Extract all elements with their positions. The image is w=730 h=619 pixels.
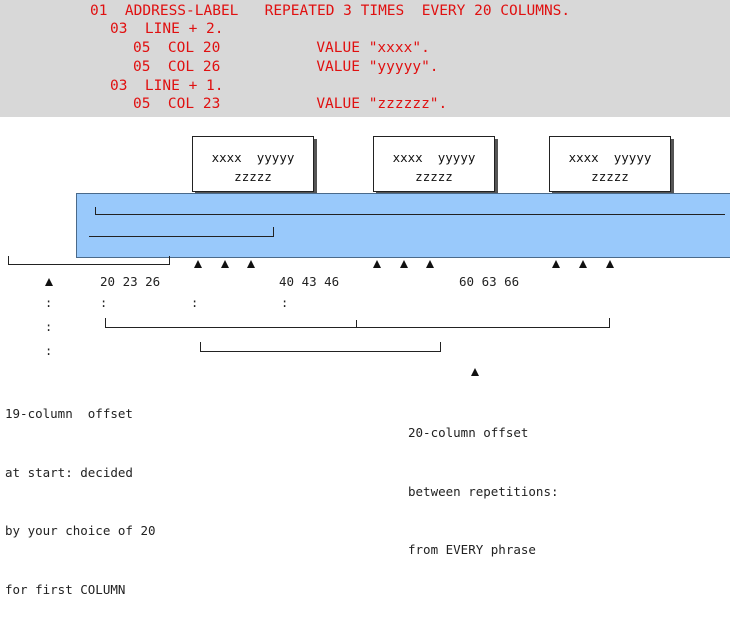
note-line: 19-column offset: [5, 406, 133, 421]
repeat-offset-pointer: [471, 368, 479, 376]
column-marker-26: [247, 260, 255, 268]
start-offset-bracket: [8, 264, 170, 265]
start-offset-bracket-left: [8, 256, 9, 265]
line-second-bracket-corner: [273, 227, 274, 237]
repeat-bracket: [105, 327, 610, 328]
column-marker-43: [400, 260, 408, 268]
leader-dot: :: [45, 296, 53, 310]
repeat-offset-note: 20-column offset between repetitions: fr…: [408, 384, 559, 579]
code-line-01: 01 ADDRESS-LABEL REPEATED 3 TIMES EVERY …: [90, 3, 571, 19]
label-line-1: xxxx yyyyy: [568, 150, 652, 165]
repeat-bracket-left: [105, 318, 106, 328]
code-line-03-line2: 03 LINE + 2.: [110, 21, 224, 37]
note-line: at start: decided: [5, 464, 133, 480]
paper-band: [76, 193, 730, 258]
address-label-1: xxxx yyyyy zzzzz: [192, 136, 314, 192]
address-label-2: xxxx yyyyy zzzzz: [373, 136, 495, 192]
code-line-05-col20: 05 COL 20 VALUE "xxxx".: [133, 40, 430, 56]
code-line-03-line1: 03 LINE + 1.: [110, 78, 224, 94]
repeat-bracket-right: [609, 318, 610, 328]
column-marker-40: [373, 260, 381, 268]
column-marker-60: [552, 260, 560, 268]
label-line-2: zzzzz: [234, 169, 272, 184]
line-top-bracket: [95, 214, 725, 215]
line-top-bracket-corner: [95, 207, 96, 215]
address-label-3: xxxx yyyyy zzzzz: [549, 136, 671, 192]
label-line-1: xxxx yyyyy: [392, 150, 476, 165]
column-numbers-group-2: 40 43 46: [279, 274, 340, 289]
offset-bracket-right: [440, 342, 441, 352]
column-numbers-group-1: 20 23 26: [100, 274, 161, 289]
code-listing: 01 ADDRESS-LABEL REPEATED 3 TIMES EVERY …: [0, 0, 730, 117]
offset-bracket-left: [200, 342, 201, 352]
label-line-2: zzzzz: [415, 169, 453, 184]
code-line-05-col23: 05 COL 23 VALUE "zzzzzz".: [133, 96, 448, 112]
note-line: for first COLUMN: [5, 581, 126, 597]
leader-dot: :: [191, 296, 199, 310]
column-marker-63: [579, 260, 587, 268]
column-marker-23: [221, 260, 229, 268]
column-marker-20: [194, 260, 202, 268]
start-offset-note: 19-column offset at start: decided by yo…: [5, 365, 156, 619]
leader-dot: :: [45, 344, 53, 358]
column-marker-66: [606, 260, 614, 268]
label-line-1: xxxx yyyyy: [211, 150, 295, 165]
line-second-bracket: [89, 236, 274, 237]
start-offset-bracket-right: [169, 256, 170, 265]
repeat-bracket-mid: [356, 320, 357, 328]
column-marker-46: [426, 260, 434, 268]
leader-dot: :: [100, 296, 108, 310]
code-line-05-col26: 05 COL 26 VALUE "yyyyy".: [133, 59, 439, 75]
note-line: from EVERY phrase: [408, 542, 536, 557]
column-numbers-group-3: 60 63 66: [459, 274, 520, 289]
leader-dot: :: [45, 320, 53, 334]
note-line: 20-column offset: [408, 425, 529, 440]
note-line: between repetitions:: [408, 483, 559, 499]
column-marker-1: [45, 278, 53, 286]
leader-dot: :: [281, 296, 289, 310]
note-line: by your choice of 20: [5, 523, 156, 538]
label-line-2: zzzzz: [591, 169, 629, 184]
offset-bracket: [200, 351, 441, 352]
